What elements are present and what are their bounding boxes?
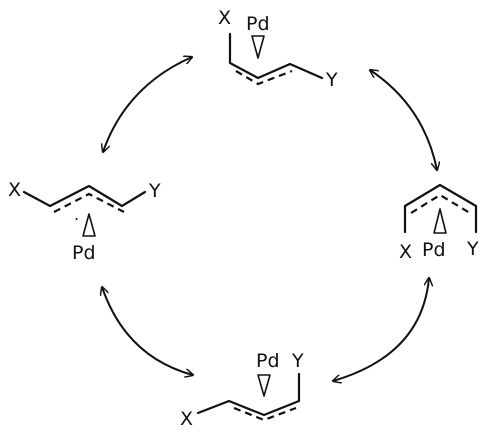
arrow-right-bottom <box>333 278 429 381</box>
top-allyl-skeleton <box>228 32 324 80</box>
top-allyl-delocalization <box>235 69 293 86</box>
structure-bottom: Pd Y X <box>180 350 304 430</box>
left-allyl-skeleton <box>22 184 147 208</box>
arrow-top-right <box>370 70 437 170</box>
bottom-allyl-skeleton <box>196 372 301 417</box>
structure-right: X Pd Y <box>399 183 479 263</box>
left-x-label: X <box>8 179 21 201</box>
arrow-bottom-left <box>102 287 193 375</box>
right-y-label: Y <box>466 238 479 260</box>
bottom-pd-wedge <box>257 374 271 397</box>
left-y-label: Y <box>148 180 161 202</box>
top-pd-label: Pd <box>246 13 270 35</box>
bottom-y-label: Y <box>291 350 304 372</box>
structure-left: X Y . Pd <box>8 179 161 264</box>
right-allyl-skeleton <box>403 183 478 234</box>
top-y-label: Y <box>325 69 338 91</box>
top-pd-wedge <box>251 35 265 59</box>
bottom-pd-label: Pd <box>256 350 280 372</box>
structure-top: X Pd Y <box>218 7 338 91</box>
right-pd-label: Pd <box>422 239 446 261</box>
left-negative-charge: . <box>74 205 79 224</box>
bottom-x-label: X <box>180 408 193 430</box>
right-pd-wedge <box>433 208 447 234</box>
left-pd-wedge <box>82 213 96 237</box>
left-allyl-delocalization <box>53 192 125 213</box>
right-x-label: X <box>399 241 412 263</box>
left-pd-label: Pd <box>72 242 96 264</box>
arrow-left-top <box>103 57 192 152</box>
top-x-label: X <box>218 7 231 29</box>
